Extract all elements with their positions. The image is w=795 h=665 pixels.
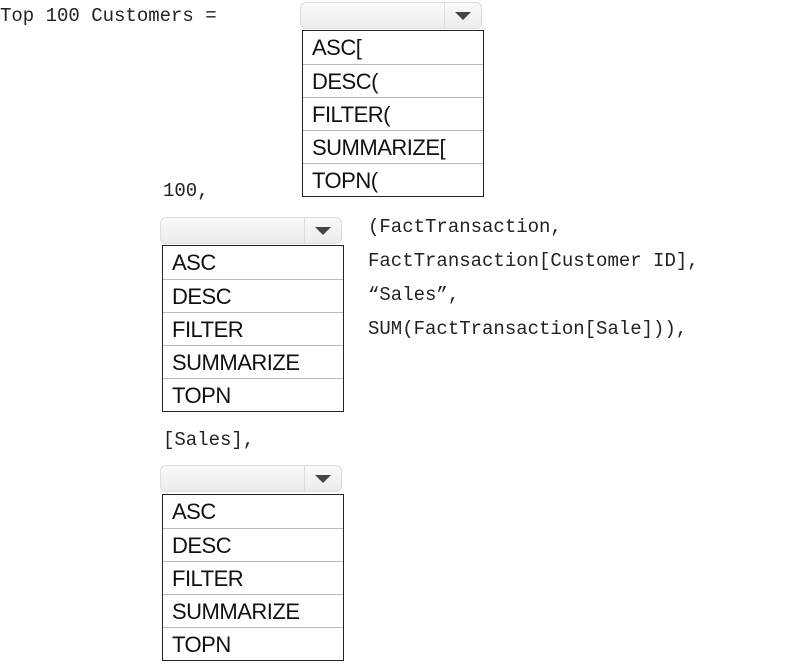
option-topn[interactable]: TOPN [163, 378, 343, 411]
option-filter[interactable]: FILTER( [303, 97, 483, 130]
option-asc[interactable]: ASC [172, 250, 216, 275]
chevron-down-icon[interactable] [304, 218, 341, 243]
measure-name-text: Top 100 Customers = [0, 5, 217, 27]
dropdown-1-options: ASC[ DESC( FILTER( SUMMARIZE[ TOPN( [302, 30, 484, 197]
sales-ref-text: [Sales], [163, 429, 255, 451]
option-desc[interactable]: DESC [163, 528, 343, 561]
option-summarize[interactable]: SUMMARIZE [163, 345, 343, 378]
dropdown-3-select[interactable] [160, 465, 342, 492]
dropdown-2-select[interactable] [160, 217, 342, 244]
option-desc[interactable]: DESC( [303, 64, 483, 97]
option-asc[interactable]: ASC [172, 499, 216, 524]
code-line: FactTransaction[Customer ID], [368, 250, 699, 272]
option-desc[interactable]: DESC [163, 279, 343, 312]
option-filter[interactable]: FILTER [163, 561, 343, 594]
option-topn[interactable]: TOPN( [303, 163, 483, 196]
option-asc[interactable]: ASC[ [312, 35, 362, 60]
option-topn[interactable]: TOPN [163, 627, 343, 660]
option-summarize[interactable]: SUMMARIZE[ [303, 130, 483, 163]
option-summarize[interactable]: SUMMARIZE [163, 594, 343, 627]
code-line: SUM(FactTransaction[Sale])), [368, 318, 688, 340]
dropdown-2-options: ASC DESC FILTER SUMMARIZE TOPN [162, 245, 344, 412]
chevron-down-icon[interactable] [444, 3, 481, 28]
arg-100-text: 100, [163, 180, 209, 202]
chevron-down-icon[interactable] [304, 466, 341, 491]
dropdown-1-select[interactable] [300, 2, 482, 29]
dropdown-3-options: ASC DESC FILTER SUMMARIZE TOPN [162, 494, 344, 661]
code-line: “Sales”, [368, 284, 460, 306]
code-line: (FactTransaction, [368, 216, 562, 238]
option-filter[interactable]: FILTER [163, 312, 343, 345]
